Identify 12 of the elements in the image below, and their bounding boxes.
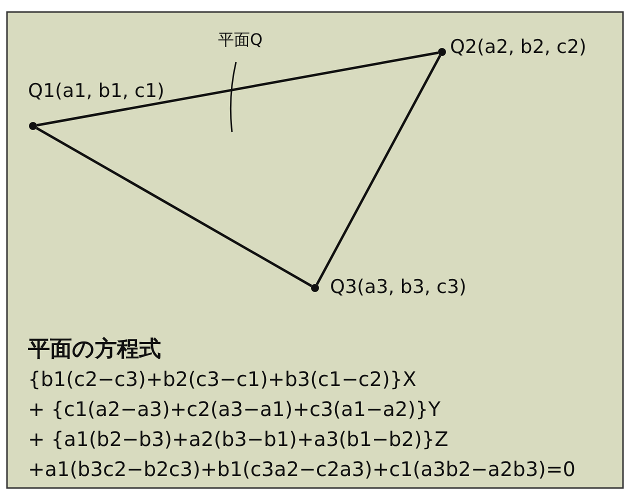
- equation-line: +a1(b3c2−b2c3)+b1(c3a2−c2a3)+c1(a3b2−a2b3)=0: [28, 457, 576, 481]
- edge-line: [316, 54, 442, 286]
- plane-label: 平面Q: [218, 30, 263, 51]
- equation-line: {b1(c2−c3)+b2(c3−c1)+b3(c1−c2)}X: [28, 367, 416, 391]
- point-label: Q2(a2, b2, c2): [450, 36, 586, 58]
- edge-line: [36, 51, 438, 127]
- point-label: Q1(a1, b1, c1): [28, 80, 164, 102]
- equation-line: + {c1(a2−a3)+c2(a3−a1)+c3(a1−a2)}Y: [28, 397, 440, 421]
- point-label: Q3(a3, b3, c3): [330, 276, 466, 298]
- edge-line: [36, 126, 312, 288]
- heading: 平面の方程式: [28, 336, 161, 364]
- equation-line: + {a1(b2−b3)+a2(b3−b1)+a3(b1−b2)}Z: [28, 427, 448, 451]
